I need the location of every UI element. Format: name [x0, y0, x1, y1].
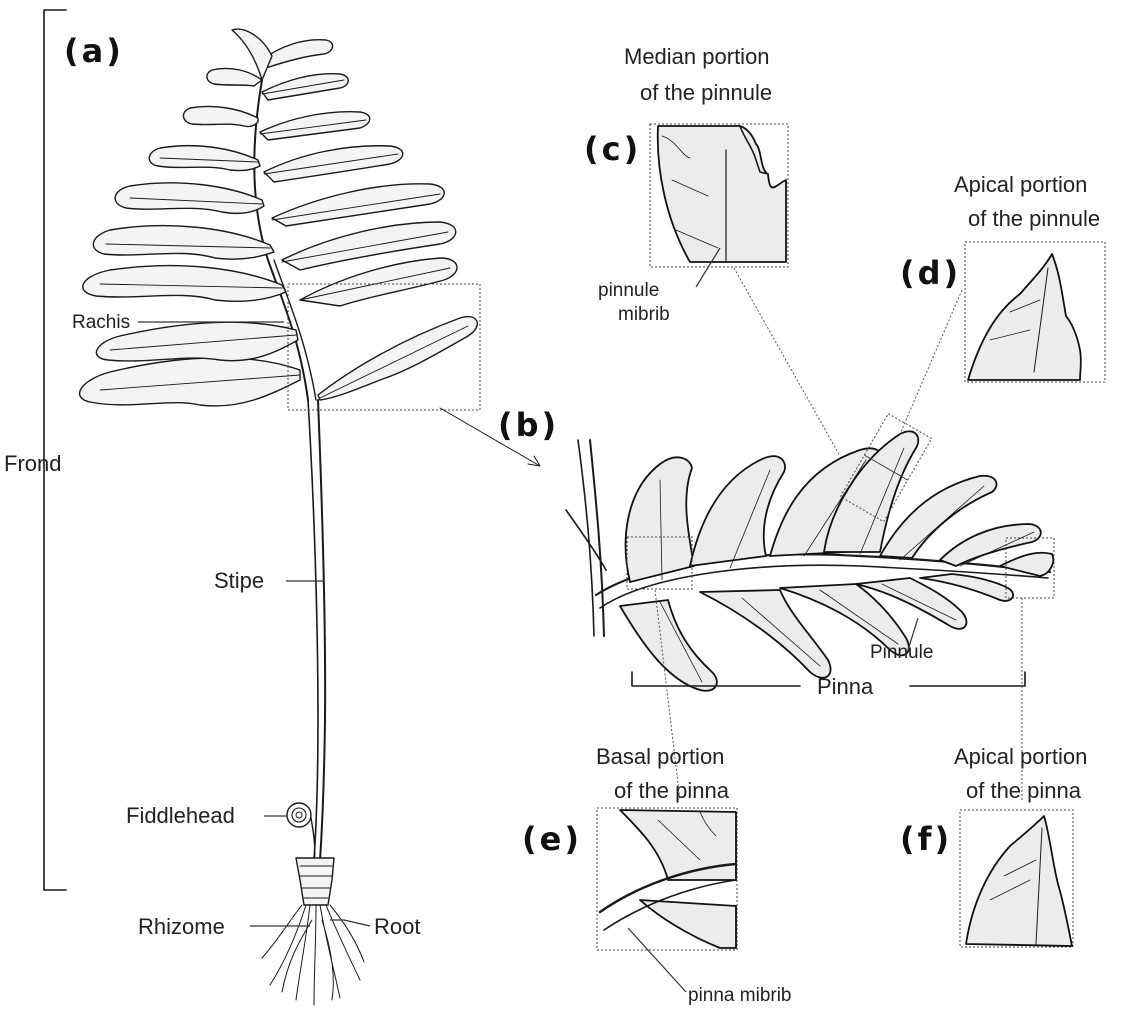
pinna-midrib-label: pinna mibrib	[688, 985, 792, 1006]
roots-illustration	[262, 905, 364, 1005]
frond-label: Frond	[4, 451, 61, 476]
pinnule-label: Pinnule	[870, 642, 933, 663]
pinna-label: Pinna	[817, 674, 874, 699]
root-leader	[330, 920, 370, 926]
apical-pinnule-title-line1: Apical portion	[954, 172, 1087, 197]
pinna-midrib-leader	[628, 928, 686, 992]
root-label: Root	[374, 914, 420, 939]
pinnae-left	[80, 68, 300, 406]
fiddlehead-label: Fiddlehead	[126, 803, 235, 828]
pinnule-midrib-label-line1: pinnule	[598, 280, 659, 301]
median-detail-leader	[734, 268, 840, 456]
basal-pinna-detail	[597, 808, 737, 950]
median-pinnule-title-line1: Median portion	[624, 44, 770, 69]
panel-a-label: (a)	[64, 32, 124, 70]
apical-pinnule-leader	[900, 290, 962, 434]
panel-f-label: (f)	[900, 820, 952, 858]
rhizome-label: Rhizome	[138, 914, 225, 939]
apical-pinna-detail	[960, 810, 1073, 947]
basal-pinna-title-line2: of the pinna	[614, 778, 730, 803]
rhizome-illustration	[296, 858, 334, 905]
pinnule-midrib-label-line2: mibrib	[618, 304, 670, 325]
panel-d-label: (d)	[900, 254, 961, 292]
whole-frond-illustration	[80, 29, 478, 860]
panel-b-label: (b)	[498, 406, 559, 444]
panel-e-label: (e)	[522, 820, 582, 858]
frond-bracket	[44, 10, 66, 890]
panel-c-label: (c)	[584, 130, 641, 168]
rachis-label: Rachis	[72, 312, 130, 333]
apical-pinna-title-line2: of the pinna	[966, 778, 1082, 803]
apical-pinnule-detail	[965, 242, 1105, 382]
basal-pinna-title-line1: Basal portion	[596, 744, 724, 769]
fiddlehead-illustration	[287, 803, 315, 862]
pinna-illustration	[566, 431, 1053, 690]
apical-pinna-title-line1: Apical portion	[954, 744, 1087, 769]
median-pinnule-detail	[650, 124, 788, 267]
median-pinnule-title-line2: of the pinnule	[640, 80, 772, 105]
apical-pinnule-title-line2: of the pinnule	[968, 206, 1100, 231]
stipe-label: Stipe	[214, 568, 264, 593]
